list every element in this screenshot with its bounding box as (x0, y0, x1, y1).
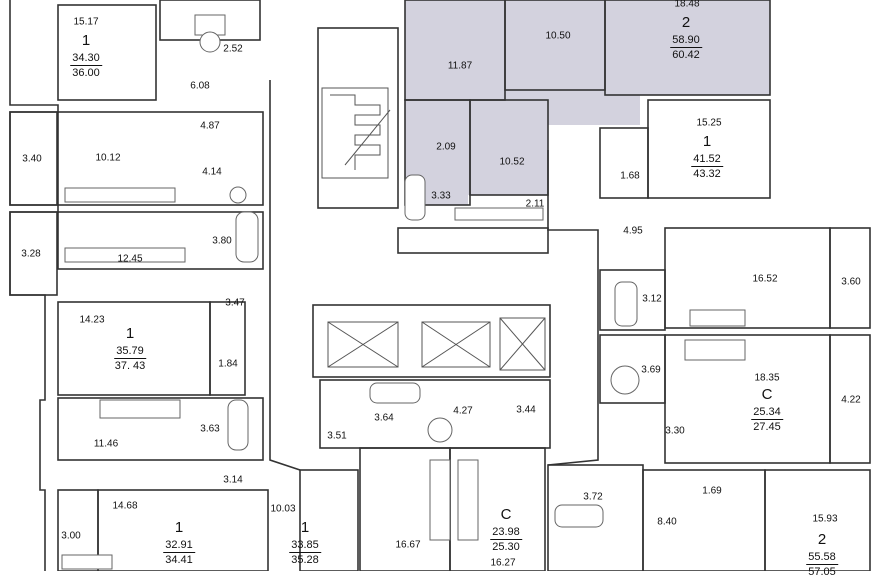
apartment-label: 2 55.58 57.05 (806, 532, 838, 578)
apartment-living-area: 34.30 (70, 51, 102, 66)
apartment-rooms: 1 (702, 133, 712, 150)
room-area: 3.28 (21, 248, 41, 260)
apartment-rooms: 1 (81, 32, 91, 49)
apartment-total-area: 34.41 (165, 553, 193, 566)
room-area: 8.40 (657, 516, 677, 528)
room-area: 15.25 (696, 117, 722, 129)
room-area: 3.30 (665, 425, 685, 437)
room-area: 4.14 (202, 166, 222, 178)
room-area: 3.47 (225, 297, 245, 309)
apartment-label: 2 58.90 60.42 (670, 15, 702, 61)
room-area: 2.52 (223, 43, 243, 55)
apartment-label: С 25.34 27.45 (751, 387, 783, 433)
apartment-total-area: 27.45 (753, 420, 781, 433)
room-area: 4.27 (453, 405, 473, 417)
room-area: 10.03 (270, 503, 296, 515)
apartment-total-area: 57.05 (808, 565, 836, 578)
apartment-label: С 23.98 25.30 (490, 507, 522, 553)
apartment-label: 1 33.85 35.28 (289, 520, 321, 566)
room-area: 1.69 (702, 485, 722, 497)
apartment-living-area: 41.52 (691, 152, 723, 167)
room-area: 4.87 (200, 120, 220, 132)
room-area: 3.69 (641, 364, 661, 376)
room-area: 3.33 (431, 190, 451, 202)
room-area: 3.80 (212, 235, 232, 247)
elevators (327, 317, 546, 371)
apartment-rooms: 1 (300, 519, 310, 536)
staircase (321, 87, 391, 179)
room-area: 3.12 (642, 293, 662, 305)
room-area: 2.09 (436, 141, 456, 153)
room-area: 11.87 (447, 60, 473, 72)
fixtures (61, 14, 746, 570)
room-area: 15.17 (73, 16, 99, 28)
room-area: 3.63 (200, 423, 220, 435)
room-area: 3.51 (327, 430, 347, 442)
apartment-rooms: С (500, 506, 512, 523)
room-area: 4.22 (841, 394, 861, 406)
room-area: 10.12 (95, 152, 121, 164)
room-area: 3.40 (22, 153, 42, 165)
apartment-label: 1 32.91 34.41 (163, 520, 195, 566)
room-area: 3.44 (516, 404, 536, 416)
room-area: 6.08 (190, 80, 210, 92)
walls (9, 0, 871, 571)
apartment-living-area: 32.91 (163, 538, 195, 553)
room-area: 3.60 (841, 276, 861, 288)
apartment-label: 1 35.79 37. 43 (114, 326, 146, 372)
apartment-total-area: 35.28 (291, 553, 319, 566)
apartment-rooms: 1 (125, 325, 135, 342)
apartment-living-area: 58.90 (670, 33, 702, 48)
apartment-rooms: 1 (174, 519, 184, 536)
apartment-total-area: 43.32 (693, 167, 721, 180)
room-area: 16.27 (490, 557, 516, 569)
apartment-living-area: 55.58 (806, 550, 838, 565)
room-area: 10.50 (545, 30, 571, 42)
apartment-rooms: С (761, 386, 773, 403)
room-area: 4.95 (623, 225, 643, 237)
room-area: 14.23 (79, 314, 105, 326)
room-area: 10.52 (499, 156, 525, 168)
apartment-living-area: 25.34 (751, 405, 783, 420)
apartment-label: 1 34.30 36.00 (70, 33, 102, 79)
highlighted-apartment (405, 0, 770, 205)
room-area: 11.46 (93, 438, 119, 450)
room-area: 18.48 (674, 0, 700, 10)
room-area: 3.00 (61, 530, 81, 542)
room-area: 16.67 (395, 539, 421, 551)
room-area: 3.14 (223, 474, 243, 486)
room-area: 3.72 (583, 491, 603, 503)
room-area: 18.35 (754, 372, 780, 384)
room-area: 1.84 (218, 358, 238, 370)
room-area: 12.45 (117, 253, 143, 265)
room-area: 3.64 (374, 412, 394, 424)
apartment-total-area: 36.00 (72, 66, 100, 79)
apartment-total-area: 60.42 (672, 48, 700, 61)
room-area: 14.68 (112, 500, 138, 512)
apartment-living-area: 33.85 (289, 538, 321, 553)
room-area: 1.68 (620, 170, 640, 182)
apartment-label: 1 41.52 43.32 (691, 134, 723, 180)
apartment-total-area: 37. 43 (114, 359, 146, 372)
room-area: 16.52 (752, 273, 778, 285)
apartment-rooms: 2 (817, 531, 827, 548)
apartment-total-area: 25.30 (492, 540, 520, 553)
room-area: 2.11 (525, 198, 545, 210)
apartment-rooms: 2 (681, 14, 691, 31)
room-area: 15.93 (812, 513, 838, 525)
apartment-living-area: 23.98 (490, 525, 522, 540)
apartment-living-area: 35.79 (114, 344, 146, 359)
